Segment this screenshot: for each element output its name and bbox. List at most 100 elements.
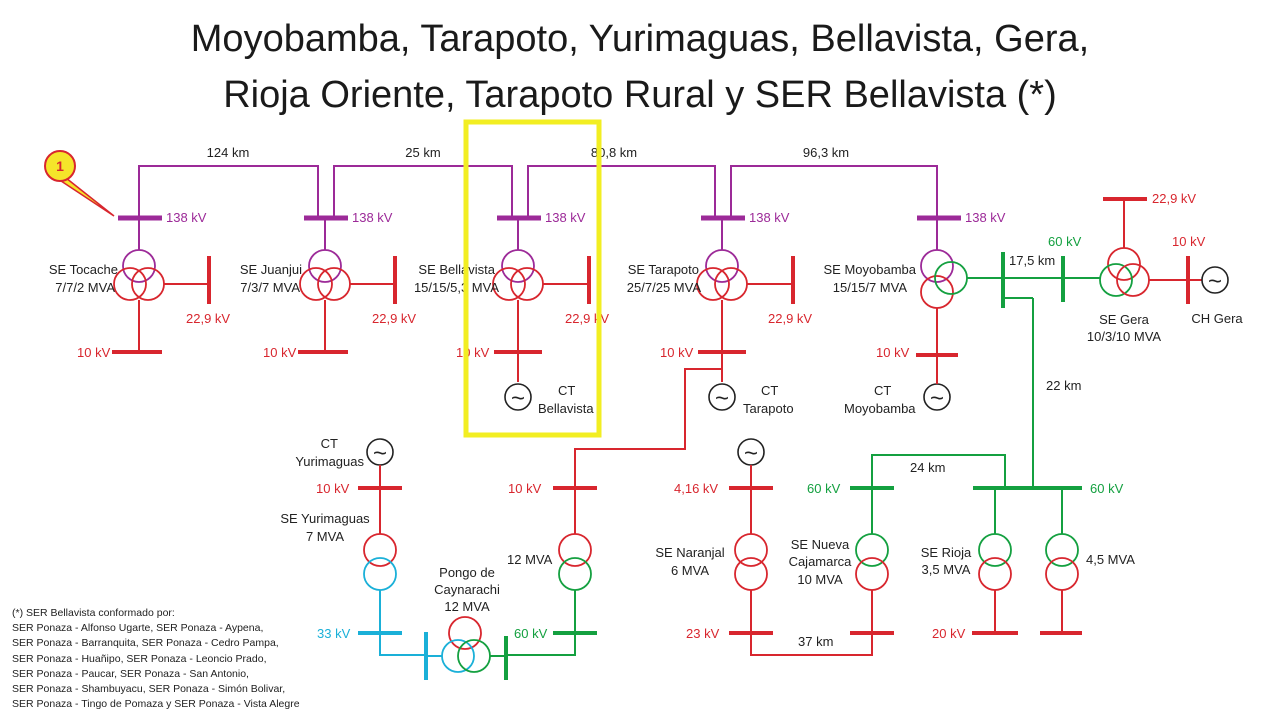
voltage-label: 4,16 kV xyxy=(674,481,718,496)
transformer-juanjui xyxy=(299,249,351,301)
station-rating: 12 MVA xyxy=(444,599,490,614)
generator-label: Tarapoto xyxy=(743,401,794,416)
line-juanjui-bellavista xyxy=(333,165,513,216)
station-rating: 7/7/2 MVA xyxy=(55,280,115,295)
generator-ct-bellavista xyxy=(504,383,532,411)
voltage-label: 138 kV xyxy=(352,210,393,225)
station-name: Cajamarca xyxy=(789,554,853,569)
voltage-label: 60 kV xyxy=(514,626,548,641)
generator-label: Yurimaguas xyxy=(295,454,364,469)
station-name: SE Tocache xyxy=(49,262,118,277)
station-rating: 10 MVA xyxy=(797,572,843,587)
distance-label: 17,5 km xyxy=(1009,253,1055,268)
line-tocache-juanjui xyxy=(138,165,319,216)
station-name: SE Gera xyxy=(1099,312,1150,327)
page-title-line-1: Moyobamba, Tarapoto, Yurimaguas, Bellavi… xyxy=(190,18,1090,60)
footnote-line: SER Ponaza - Paucar, SER Ponaza - San An… xyxy=(12,667,249,680)
voltage-label: 138 kV xyxy=(965,210,1006,225)
voltage-label: 10 kV xyxy=(316,481,350,496)
generator-label: CT xyxy=(761,383,778,398)
station-rating: 10/3/10 MVA xyxy=(1087,329,1162,344)
footnote-line: (*) SER Bellavista conformado por: xyxy=(12,607,175,619)
station-name: Caynarachi xyxy=(434,582,500,597)
generator-symbol: ~ xyxy=(511,385,525,412)
voltage-label: 22,9 kV xyxy=(186,311,230,326)
distance-label: 25 km xyxy=(405,145,440,160)
transformer-tarapoto xyxy=(696,249,748,301)
voltage-label: 22,9 kV xyxy=(768,311,812,326)
distance-label: 24 km xyxy=(910,460,945,475)
station-name: SE Juanjui xyxy=(240,262,302,277)
generator-label: Bellavista xyxy=(538,401,594,416)
generator-label: CT xyxy=(874,383,891,398)
station-rating: 25/7/25 MVA xyxy=(627,280,702,295)
voltage-label: 22,9 kV xyxy=(565,311,609,326)
footnote-line: SER Ponaza - Barranquita, SER Ponaza - C… xyxy=(12,637,279,650)
generator-symbol: ~ xyxy=(930,385,944,412)
highlight-box-bellavista xyxy=(463,119,602,438)
transformer-gera xyxy=(1099,247,1150,297)
transformer-moyobamba xyxy=(920,249,968,309)
station-rating: 7/3/7 MVA xyxy=(240,280,300,295)
generator-label: CT xyxy=(321,436,338,451)
voltage-label: 10 kV xyxy=(1172,234,1206,249)
voltage-label: 60 kV xyxy=(1048,234,1082,249)
generator-symbol: ~ xyxy=(1208,268,1222,295)
voltage-label: 138 kV xyxy=(749,210,790,225)
voltage-label: 23 kV xyxy=(686,626,720,641)
generator-label: CT xyxy=(558,383,575,398)
station-name: SE Naranjal xyxy=(655,545,724,560)
station-rating: 12 MVA xyxy=(507,552,553,567)
station-rating: 3,5 MVA xyxy=(922,562,971,577)
transformer-pongo-caynarachi xyxy=(441,616,491,673)
footnote-line: SER Ponaza - Tingo de Pomaza y SER Ponaz… xyxy=(12,698,300,711)
generator-symbol: ~ xyxy=(715,385,729,412)
station-name: SE Yurimaguas xyxy=(280,511,370,526)
generator-ct-tarapoto xyxy=(708,383,736,411)
station-rating: 15/15/7 MVA xyxy=(833,280,908,295)
generator-symbol: ~ xyxy=(744,440,758,467)
transformer-rioja xyxy=(978,533,1012,591)
transformer-yurimaguas xyxy=(363,533,397,591)
line-bellavista-tarapoto xyxy=(527,165,716,216)
station-name: SE Moyobamba xyxy=(824,262,917,277)
voltage-label: 10 kV xyxy=(876,345,910,360)
voltage-label: 22,9 kV xyxy=(372,311,416,326)
station-name: SE Tarapoto xyxy=(628,262,699,277)
station-rating: 15/15/5,3 MVA xyxy=(414,280,499,295)
line-tarapoto-caynarachi xyxy=(574,352,723,534)
callout-number: 1 xyxy=(56,158,64,174)
voltage-label: 60 kV xyxy=(1090,481,1124,496)
footnote: (*) SER Bellavista conformado por: SER P… xyxy=(12,606,300,712)
transmission-138kv xyxy=(138,165,938,216)
generator-label: Moyobamba xyxy=(844,401,916,416)
footnote-line: SER Ponaza - Alfonso Ugarte, SER Ponaza … xyxy=(12,622,264,635)
voltage-label: 10 kV xyxy=(263,345,297,360)
callout-marker: 1 xyxy=(44,150,115,217)
footnote-line: SER Ponaza - Shambuyacu, SER Ponaza - Si… xyxy=(12,683,286,696)
station-rating: 4,5 MVA xyxy=(1086,552,1135,567)
station-rating: 6 MVA xyxy=(671,563,709,578)
voltage-label: 20 kV xyxy=(932,626,966,641)
voltage-label: 138 kV xyxy=(166,210,207,225)
footnote-line: SER Ponaza - Huañipo, SER Ponaza - Leonc… xyxy=(12,652,267,665)
station-rating: 7 MVA xyxy=(306,529,344,544)
transformer-naranjal xyxy=(734,533,768,591)
transformer-nueva-cajamarca xyxy=(855,533,889,591)
generator-symbol: ~ xyxy=(373,440,387,467)
voltage-label: 22,9 kV xyxy=(1152,191,1196,206)
distance-label: 80,8 km xyxy=(591,145,637,160)
generator-ch-gera xyxy=(1201,266,1229,294)
station-name: SE Rioja xyxy=(921,545,972,560)
line-tarapoto-moyobamba xyxy=(730,165,938,216)
transformer-rioja-2 xyxy=(1045,533,1079,591)
station-name: SE Nueva xyxy=(791,537,850,552)
generator-label: CH Gera xyxy=(1191,311,1243,326)
station-name: Pongo de xyxy=(439,565,495,580)
voltage-label: 33 kV xyxy=(317,626,351,641)
voltage-label: 138 kV xyxy=(545,210,586,225)
voltage-label: 10 kV xyxy=(508,481,542,496)
voltage-label: 10 kV xyxy=(77,345,111,360)
transformer-tocache xyxy=(113,249,165,301)
